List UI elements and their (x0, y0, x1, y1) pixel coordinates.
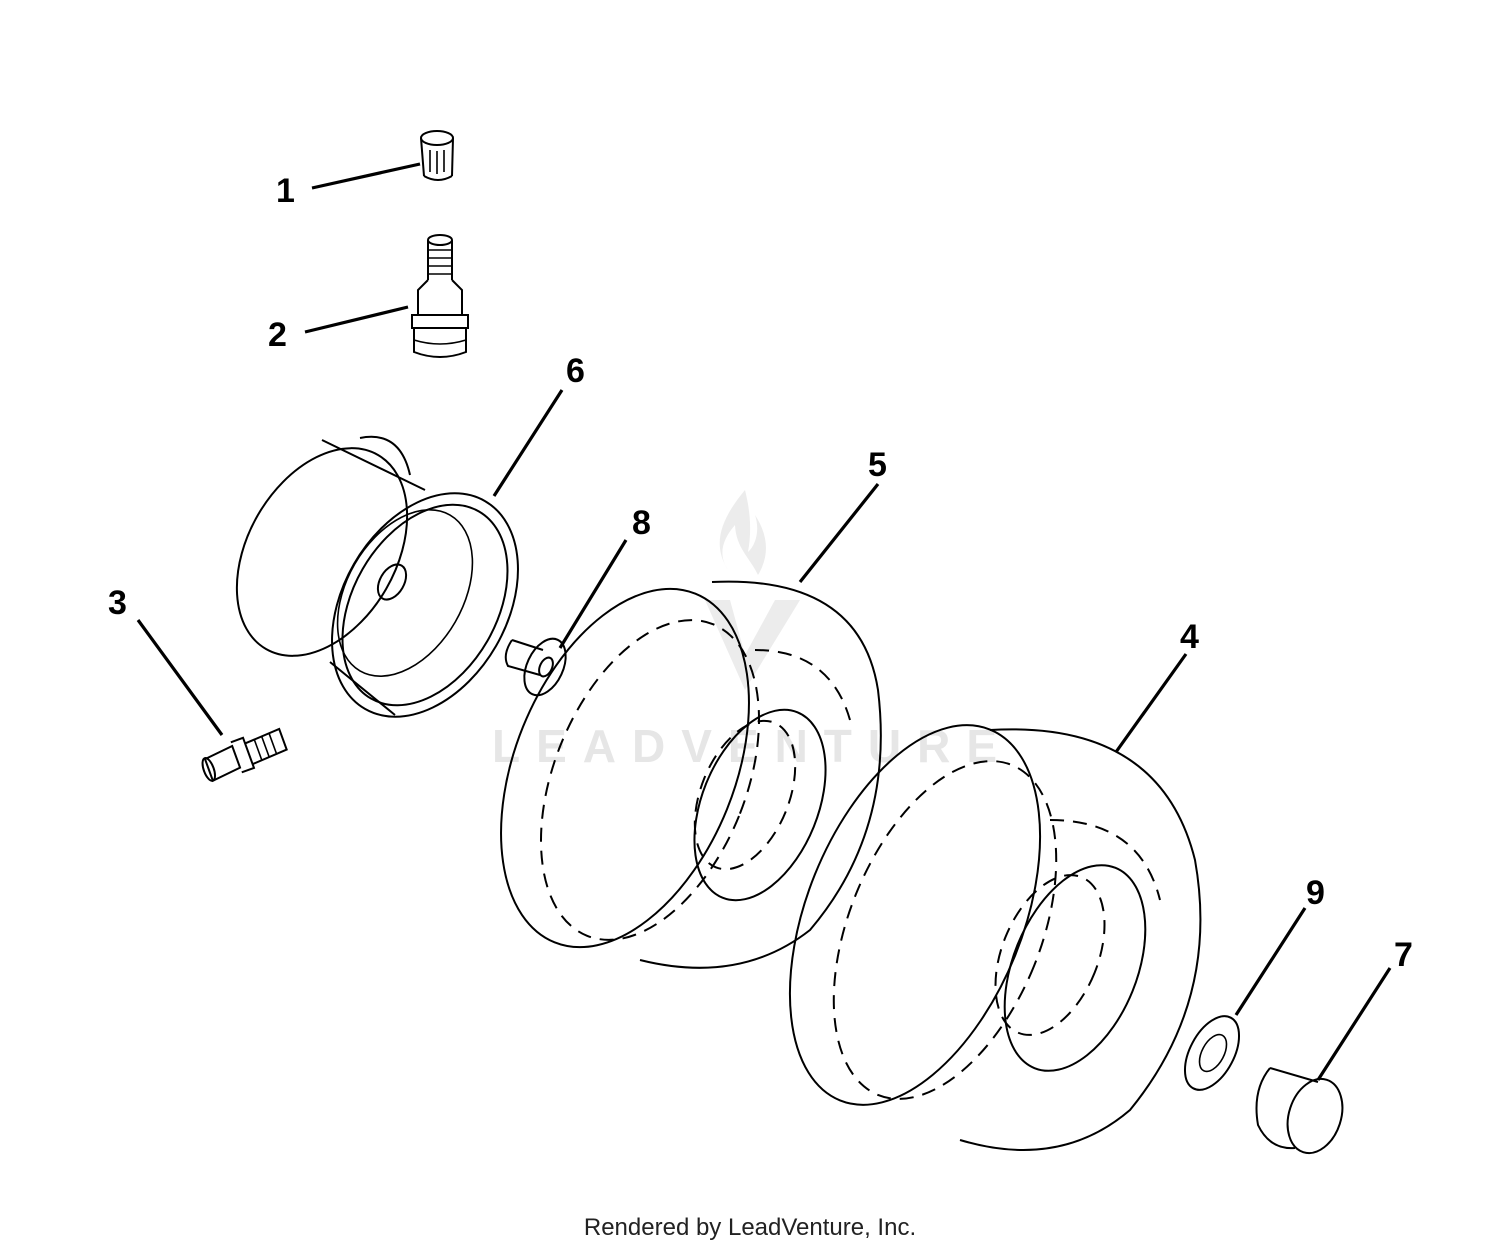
tire-icon (500, 580, 882, 969)
part-number-label: 7 (1394, 936, 1413, 974)
part-number-label: 9 (1306, 874, 1325, 912)
tire-icon (788, 724, 1202, 1151)
cap-icon (1255, 1067, 1344, 1155)
part-number-label: 6 (566, 352, 585, 390)
part-number-label: 4 (1180, 618, 1199, 656)
part-number-label: 8 (632, 504, 651, 542)
valve-cap-icon (420, 130, 454, 181)
part-number-label: 5 (868, 446, 887, 484)
watermark-text: LEADVENTURE (492, 720, 1013, 772)
part-labels: 1 2 3 4 5 6 7 8 9 (108, 172, 1413, 974)
part-number-label: 2 (268, 316, 287, 354)
part-number-label: 3 (108, 584, 127, 622)
callout-lines (136, 162, 1392, 1081)
part-number-label: 1 (276, 172, 295, 210)
valve-stem-icon (411, 234, 469, 358)
washer-icon (1183, 1015, 1241, 1091)
footer-credit: Rendered by LeadVenture, Inc. (584, 1214, 916, 1241)
grease-fitting-icon (201, 727, 288, 783)
bushing-icon (504, 637, 567, 697)
flame-logo-icon (705, 490, 800, 690)
rim-icon (235, 435, 519, 718)
